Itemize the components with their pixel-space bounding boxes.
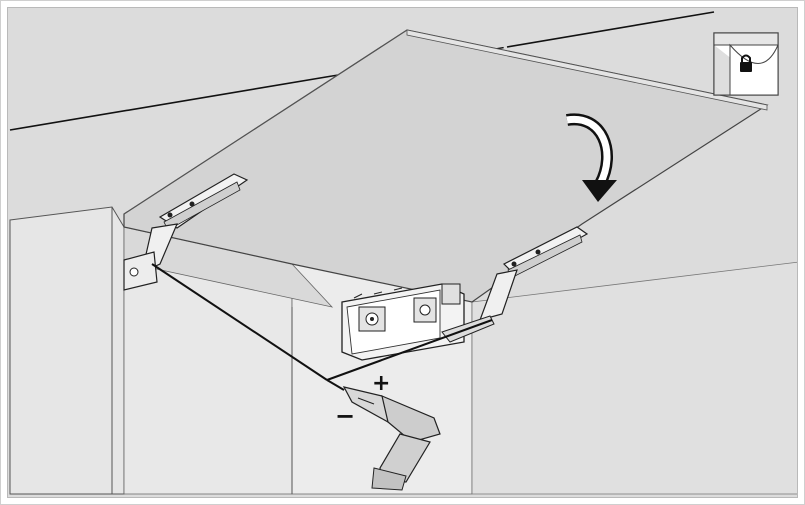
diagram-canvas: + − [7,7,798,498]
assembly-illustration: + − [8,8,797,497]
lift-mechanism-housing [341,283,495,361]
drill-icon [326,379,441,491]
plus-sign: + [372,371,390,396]
ceiling-line-left [9,75,333,131]
cabinet-right-panel [471,261,797,495]
lift-flap-left-edge [123,29,408,215]
adjust-line-right [326,319,493,381]
lift-flap-edge [406,29,768,111]
adjust-line-left [151,263,328,381]
cabinet-left-panel [9,206,125,495]
left-hinge-arm [123,173,249,291]
lock-icon [713,32,779,96]
minus-sign: − [335,402,355,430]
ceiling-line-right [506,11,715,48]
curved-arrow-icon [565,113,617,202]
right-hinge-arm [479,226,589,321]
